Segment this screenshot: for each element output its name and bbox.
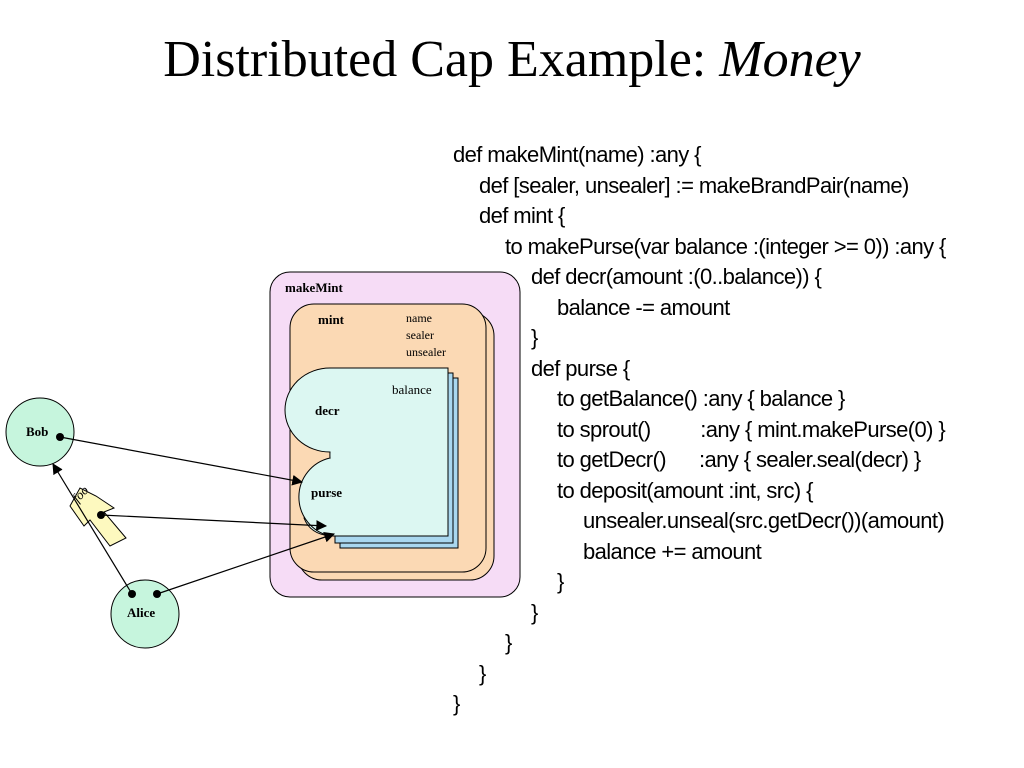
code-line: to deposit(amount :int, src) { bbox=[557, 477, 814, 503]
mint-var-sealer: sealer bbox=[406, 328, 434, 342]
code-line: to getBalance() :any { balance } bbox=[557, 386, 845, 411]
title-emphasis: Money bbox=[719, 31, 861, 88]
code-line: } bbox=[531, 599, 538, 625]
alice-circle bbox=[110, 579, 180, 649]
mint-var-unsealer: unsealer bbox=[406, 345, 446, 359]
code-line: to makePurse(var balance :(integer >= 0)… bbox=[505, 233, 946, 259]
code-line: def makeMint(name) :any { bbox=[453, 142, 702, 167]
balance-label: balance bbox=[392, 382, 432, 397]
slide-title: Distributed Cap Example: Money bbox=[0, 30, 1024, 89]
code-line: def [sealer, unsealer] := makeBrandPair(… bbox=[479, 172, 909, 198]
code-line: to getDecr() :any { sealer.seal(decr) } bbox=[557, 447, 921, 472]
code-line: } bbox=[531, 325, 538, 350]
code-line: } bbox=[453, 691, 460, 716]
code-line: balance -= amount bbox=[557, 294, 730, 320]
make-mint-label: makeMint bbox=[285, 280, 343, 295]
code-line: } bbox=[557, 569, 564, 594]
code-line: } bbox=[505, 630, 512, 655]
mint-label: mint bbox=[318, 312, 345, 327]
code-line: balance += amount bbox=[583, 538, 762, 564]
decr-label: decr bbox=[315, 403, 340, 418]
bob-label: Bob bbox=[26, 424, 48, 439]
alice-label: Alice bbox=[127, 605, 155, 620]
title-main: Distributed Cap Example: bbox=[163, 31, 720, 88]
code-line: } bbox=[479, 660, 486, 686]
code-line: def mint { bbox=[479, 203, 565, 228]
bob-to-purse-arrow bbox=[59, 436, 304, 486]
code-line: unsealer.unseal(src.getDecr())(amount) bbox=[583, 508, 945, 533]
alice-to-purse-arrow bbox=[156, 532, 336, 595]
alice-to-bob-arrow bbox=[52, 463, 133, 595]
code-line: to sprout() :any { mint.makePurse(0) } bbox=[557, 416, 946, 442]
code-line: def purse { bbox=[531, 355, 630, 381]
bob-circle bbox=[5, 397, 75, 467]
decr-facet bbox=[284, 367, 331, 453]
code-listing: def makeMint(name) :any { def [sealer, un… bbox=[453, 140, 946, 720]
mint-var-name: name bbox=[406, 311, 432, 325]
code-line: def decr(amount :(0..balance)) { bbox=[531, 264, 822, 289]
foo-to-purse-arrow bbox=[100, 514, 328, 531]
purse-label: purse bbox=[311, 485, 342, 500]
